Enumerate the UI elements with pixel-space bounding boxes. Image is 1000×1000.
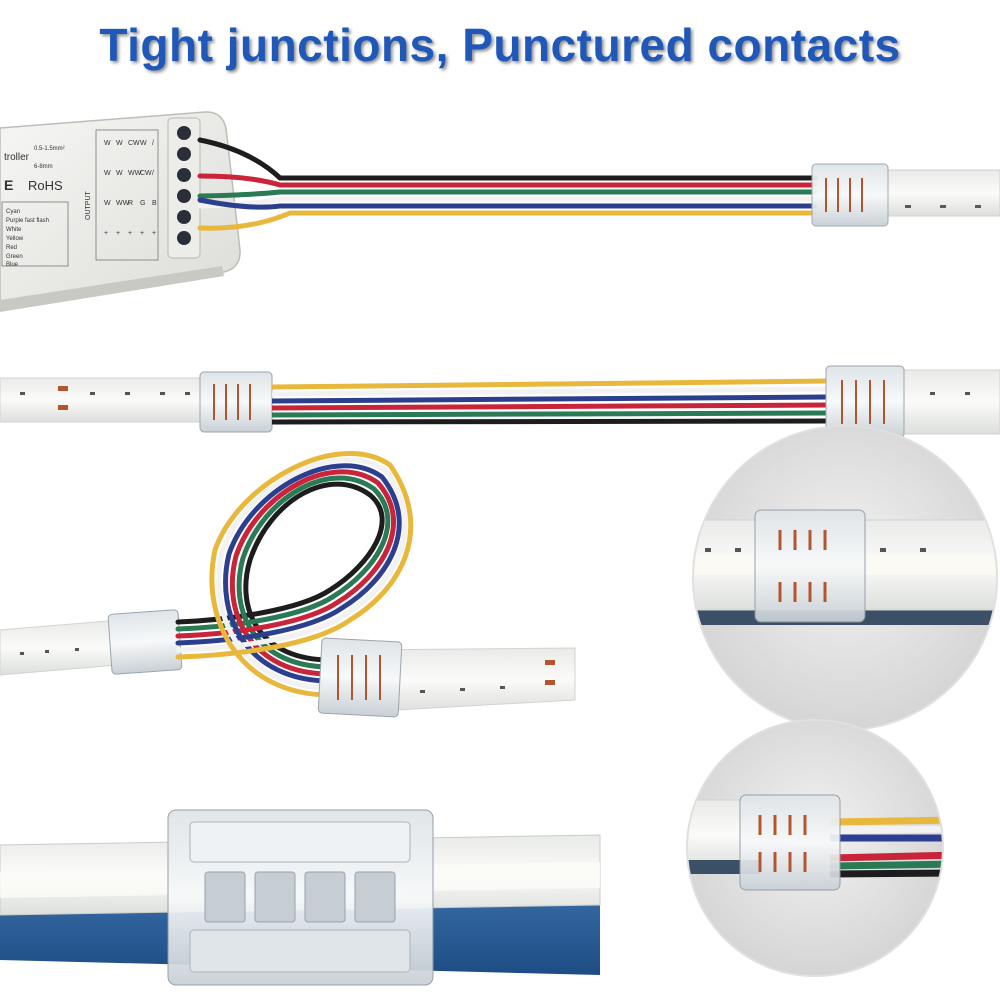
inset-circle-bottom: [686, 719, 944, 977]
svg-text:+: +: [116, 230, 120, 237]
svg-text:White: White: [6, 227, 22, 233]
ribbon-cable-1: [197, 137, 818, 231]
svg-text:Purple fast flash: Purple fast flash: [6, 218, 49, 224]
svg-text:/: /: [152, 140, 154, 147]
svg-text:Red: Red: [6, 245, 17, 251]
output-pin-table: OUTPUT W W W + W W WW + CW WW R + W CW G…: [85, 129, 159, 261]
svg-text:Cyan: Cyan: [6, 209, 20, 215]
svg-text:+: +: [140, 230, 144, 237]
jumper-panel: [0, 365, 1000, 439]
svg-text:W: W: [140, 140, 147, 147]
connector-clip-3b: [317, 637, 403, 718]
svg-text:WW: WW: [116, 200, 130, 207]
svg-text:R: R: [128, 200, 133, 207]
looped-ribbon: [175, 451, 414, 698]
loop-panel: [0, 451, 576, 718]
closeup-panel: [0, 809, 601, 1000]
inset1-connector-clip: [754, 509, 866, 623]
output-label: OUTPUT: [85, 191, 92, 221]
svg-text:W: W: [104, 200, 111, 207]
svg-text:+: +: [128, 230, 132, 237]
svg-text:Yellow: Yellow: [6, 236, 24, 242]
svg-text:G: G: [140, 200, 145, 207]
wire-spec-top: 0.5-1.5mm²: [34, 146, 65, 152]
svg-text:Green: Green: [6, 254, 23, 260]
strip-segment-1: [869, 169, 1000, 217]
terminal-block: [167, 117, 201, 259]
rohs-mark: RoHS: [28, 178, 63, 193]
svg-text:Blue: Blue: [6, 262, 19, 268]
terminal-screws: [177, 126, 191, 245]
wire-spec-bottom: 6-8mm: [34, 164, 53, 170]
ribbon-cable-2: [271, 378, 829, 425]
controller-panel: troller 0.5-1.5mm² 6-8mm E RoHS Cyan Pur…: [0, 111, 1000, 312]
connector-clip-3a: [107, 609, 183, 675]
inset-circle-top: [692, 425, 998, 731]
svg-text:W: W: [104, 140, 111, 147]
svg-text:CW: CW: [128, 140, 140, 147]
svg-text:+: +: [104, 230, 108, 237]
svg-text:W: W: [116, 170, 123, 177]
strip-segment-2-left: [0, 377, 216, 423]
inset2-connector-clip: [739, 794, 841, 891]
svg-text:+: +: [152, 230, 156, 237]
headline: Tight junctions, Punctured contacts: [99, 19, 901, 71]
svg-text:W: W: [104, 170, 111, 177]
ce-mark: E: [4, 177, 13, 193]
controller-name: troller: [4, 152, 30, 163]
svg-text:B: B: [152, 200, 157, 207]
svg-text:CW: CW: [140, 170, 152, 177]
connector-clip-2a: [199, 371, 273, 433]
wire-legend: Cyan Purple fast flash White Yellow Red …: [1, 201, 69, 268]
svg-text:WW: WW: [128, 170, 142, 177]
svg-text:W: W: [116, 140, 123, 147]
svg-text:/: /: [152, 170, 154, 177]
